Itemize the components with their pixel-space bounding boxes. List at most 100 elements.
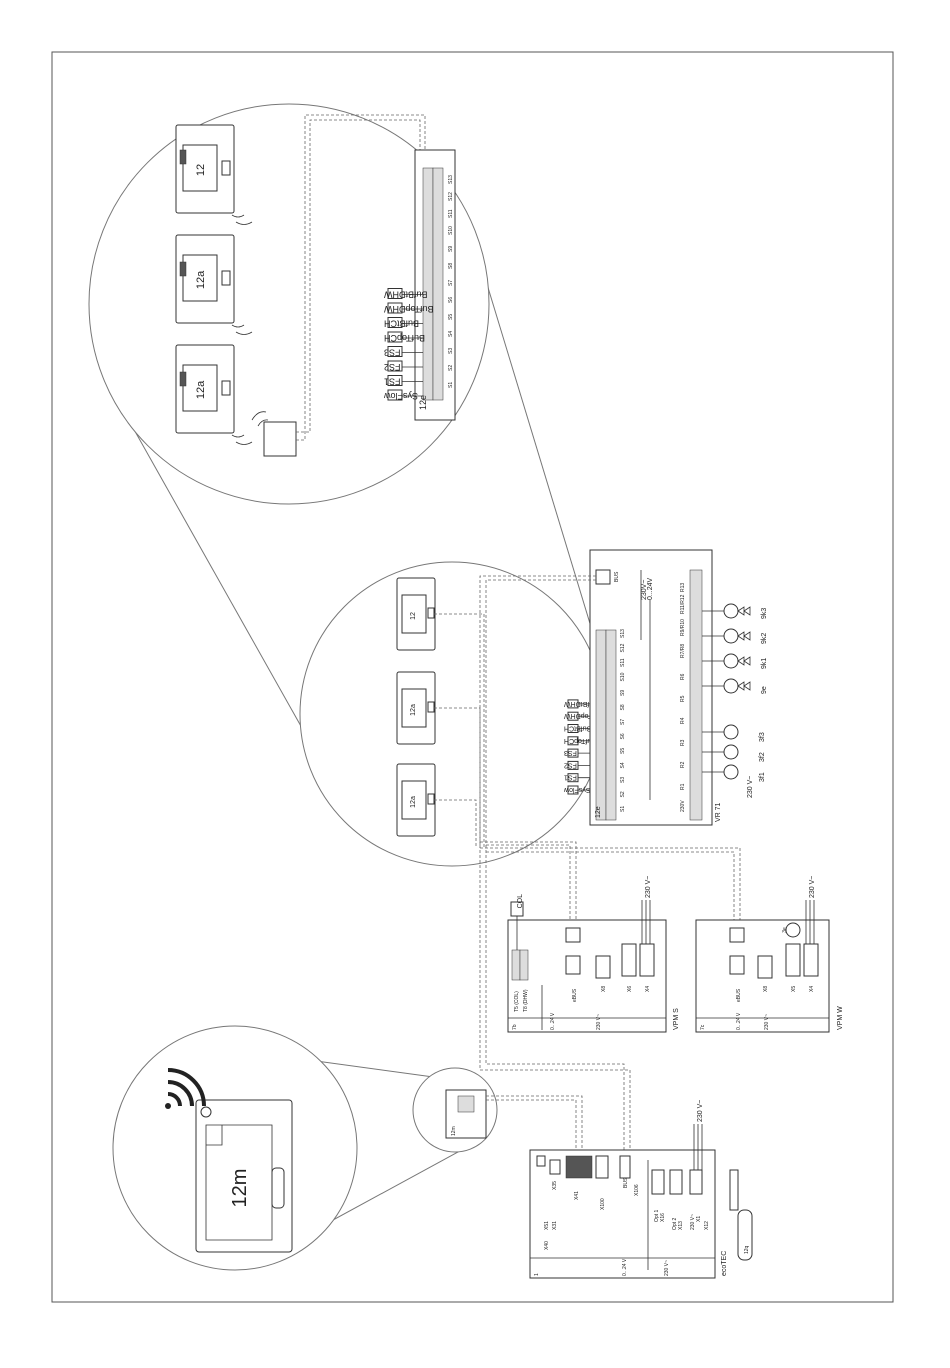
terminal-label: S1 [448, 382, 454, 388]
terminal-label: S6 [448, 297, 454, 303]
sensor-label-fs3: FS3 [384, 348, 401, 358]
terminal-label: S10 [448, 226, 454, 235]
svg-text:0...24 V: 0...24 V [736, 1012, 742, 1030]
svg-text:7c: 7c [700, 1024, 706, 1030]
svg-text:Opt 2: Opt 2 [672, 1218, 678, 1230]
svg-text:X106: X106 [634, 1184, 640, 1196]
svg-text:X1: X1 [696, 1216, 702, 1222]
vr71-relay-label: R13 [680, 583, 686, 592]
sensor-label-small-sysflow: SysFlow [563, 786, 590, 793]
valve-motor-icon [723, 603, 739, 619]
pump-icon [723, 724, 739, 740]
vr71-terminal-label: S10 [620, 672, 626, 681]
zoom-line-2 [475, 247, 596, 641]
svg-text:X16: X16 [660, 1213, 666, 1222]
vr71-relay-label: R11/R12 [680, 594, 686, 614]
wire-remote-1 [434, 613, 485, 848]
sensor-label-buftopdhw: BufTopDHW [383, 304, 433, 314]
terminal-label: S4 [448, 331, 454, 337]
svg-text:T5 (COL): T5 (COL) [514, 991, 520, 1012]
wire-remote-3 [434, 799, 477, 848]
svg-text:0...24 V: 0...24 V [622, 1258, 628, 1276]
svg-text:230 V~: 230 V~ [690, 1214, 696, 1230]
sensor-label-small-fs2: FS2 [564, 761, 577, 768]
svg-text:X5: X5 [791, 986, 797, 992]
svg-text:0...24 V: 0...24 V [550, 1012, 556, 1030]
svg-text:COL: COL [517, 894, 524, 909]
svg-text:12q: 12q [744, 1245, 750, 1254]
sensor-label-bufbtch: BufBtCH [384, 319, 419, 329]
page-frame [51, 51, 894, 1303]
vr71-relay-label: R2 [680, 761, 686, 768]
valve-motor-icon [723, 653, 739, 669]
wire-bus-large-1 [296, 119, 421, 433]
wireless-receiver [251, 411, 297, 457]
svg-text:12e: 12e [418, 395, 428, 410]
svg-text:230 V~: 230 V~ [664, 1260, 670, 1276]
sensor-label-fs1: FS1 [384, 377, 401, 387]
vr71-terminal-label: S1 [620, 806, 626, 812]
svg-text:X4: X4 [809, 986, 815, 992]
vr71-terminal-label: S3 [620, 777, 626, 783]
wire-vpmw-bus-2 [486, 851, 735, 930]
valve-label: 9k1 [761, 658, 768, 669]
svg-text:BUS: BUS [623, 1177, 629, 1188]
magnifier-gateway-small: 12m [412, 1067, 583, 1160]
svg-text:230 V~: 230 V~ [596, 1014, 602, 1030]
vpm-w-module: eBUS X8 X5 X4 7c 0...24 V 230 V~ VPM W 3… [695, 876, 844, 1033]
svg-text:X13: X13 [678, 1221, 684, 1230]
pump-3e-icon [785, 922, 801, 938]
svg-text:X51: X51 [544, 1221, 550, 1230]
svg-text:12m: 12m [451, 1126, 457, 1136]
svg-text:12a: 12a [410, 704, 417, 716]
svg-text:230V~: 230V~ [641, 580, 648, 600]
vr71-terminal-label: S13 [620, 629, 626, 638]
terminal-label: S12 [448, 192, 454, 201]
vr71-relay-label: R4 [680, 717, 686, 724]
sensor-connector [387, 302, 403, 314]
sensor-label-small-buftopch: BufTopCH [564, 737, 596, 744]
zoom-line-1 [113, 393, 321, 761]
sensor-label-bufbtdhw: BufBtDHW [384, 290, 428, 300]
svg-text:T8 (DHW): T8 (DHW) [523, 989, 529, 1012]
vr71-terminal-label: S8 [620, 704, 626, 710]
svg-text:X6: X6 [627, 986, 633, 992]
vr71-relay-label: R5 [680, 695, 686, 702]
svg-text:230 V~: 230 V~ [747, 776, 754, 798]
vr71-terminal-label: S9 [620, 690, 626, 696]
valve-motor-icon [723, 628, 739, 644]
svg-text:X35: X35 [552, 1181, 558, 1190]
pump-icon [723, 764, 739, 780]
svg-text:X4: X4 [645, 986, 651, 992]
sensor-connector [387, 346, 403, 357]
sensor-connector [387, 331, 403, 343]
svg-text:eBUS: eBUS [736, 988, 742, 1002]
valve-label: 9k2 [761, 633, 768, 644]
vr71-module: BUS 0...24V 230V~ S1S2S3S4S5S6S7S8S9S10S… [589, 549, 768, 826]
vpm-s-module: COL T5 (COL) T8 (DHW) eBUS X8 X6 X4 7b 0… [507, 876, 680, 1033]
svg-text:X8: X8 [601, 986, 607, 992]
svg-text:VPM W: VPM W [837, 1006, 844, 1030]
svg-text:eBUS: eBUS [572, 988, 578, 1002]
terminal-label: S3 [448, 348, 454, 354]
vr71-terminal-label: S12 [620, 643, 626, 652]
wire-main-bus-1 [479, 575, 631, 1160]
sensor-label-small-bufbtch: BufBtCH [564, 725, 591, 732]
vr71-terminal-label: S7 [620, 719, 626, 725]
pump-icon [723, 744, 739, 760]
sensor-label-buftopch: BufTopCH [384, 333, 425, 343]
pump-label: 3f2 [759, 752, 766, 762]
svg-text:X12: X12 [704, 1221, 710, 1230]
remote-control-12a-lower: 12a [175, 344, 253, 445]
wire-gateway-2 [486, 1099, 577, 1160]
valve-motor-icon [723, 678, 739, 694]
vr71-terminal-label: S2 [620, 791, 626, 797]
wire-vpmw-bus-1 [480, 847, 741, 930]
boiler-ecotec: X35 X40 X51 X31 X41 X100 BUS X106 Opt 1 … [529, 1100, 753, 1279]
sensor-label-small-fs3: FS3 [564, 749, 577, 756]
svg-text:12m: 12m [229, 1169, 251, 1208]
pump-label: 3f3 [759, 732, 766, 742]
sensor-label-small-bufbtdhw: BufBtDHW [564, 700, 598, 707]
wire-vpms-bus-1 [480, 841, 577, 930]
